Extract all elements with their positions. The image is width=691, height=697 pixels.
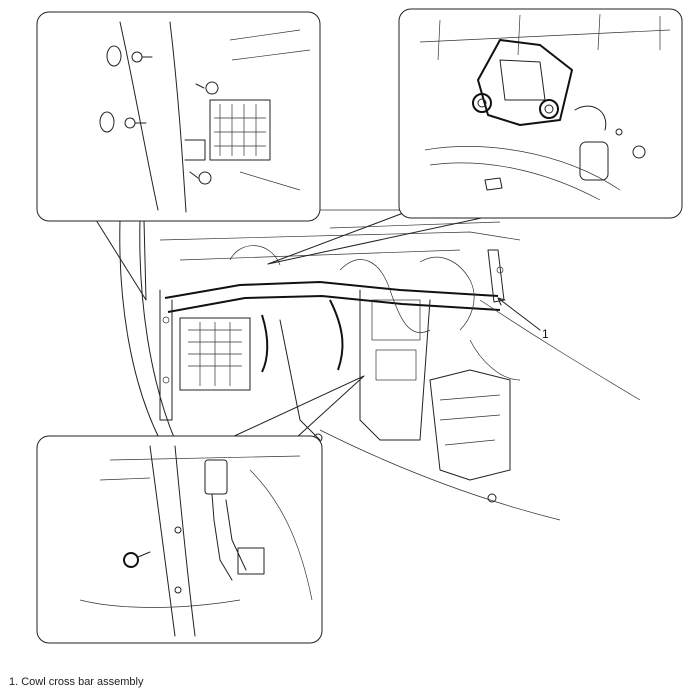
detail-box-bottom-left [36,435,323,644]
bolt-icon [189,171,212,185]
callout-number-1: 1 [542,327,549,341]
bolt-icon [472,93,492,113]
bolt-icon [123,551,151,568]
callout-leader-line [497,297,541,331]
detail-bottom-left-content [79,445,313,637]
detail-3-pointer [229,375,365,439]
bolt-icon [539,99,559,119]
bolt-icon [124,117,147,129]
bolt-icon [131,51,153,63]
legend-caption: 1. Cowl cross bar assembly [9,676,144,688]
detail-top-left-content [99,21,311,213]
detail-2-pointer [267,211,501,265]
detail-1-pointer [95,219,147,301]
detail-box-top-left [36,11,321,222]
detail-top-right-content [419,13,671,201]
bolt-icon [195,81,219,95]
main-assembly-view [119,209,641,521]
